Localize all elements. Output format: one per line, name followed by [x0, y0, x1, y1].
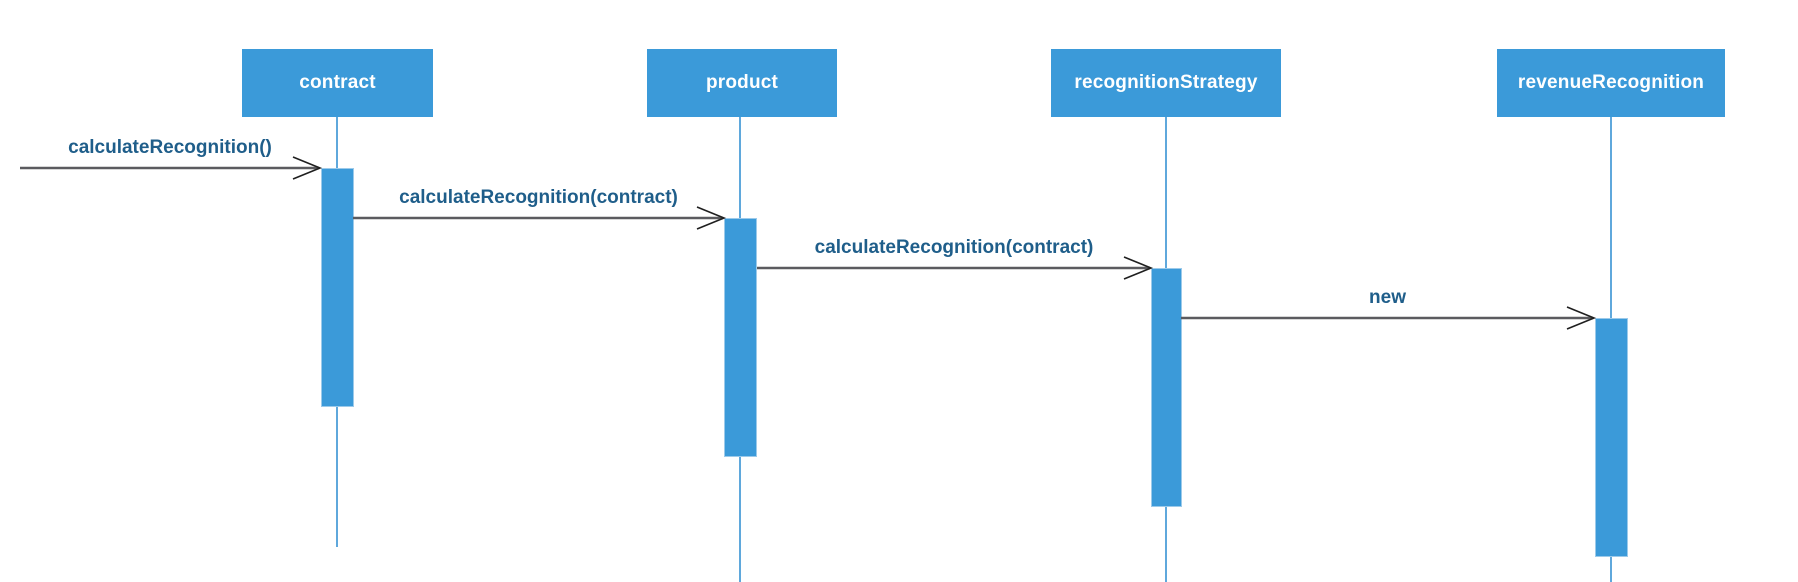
participant-label: revenueRecognition — [1517, 72, 1705, 93]
activation-contract[interactable] — [320, 168, 354, 407]
participant-revenueRecognition[interactable]: revenueRecognition — [1497, 49, 1725, 117]
activation-recognitionStrategy[interactable] — [1150, 268, 1182, 507]
activation-revenueRecognition[interactable] — [1594, 318, 1628, 557]
activation-product[interactable] — [723, 218, 757, 457]
participant-product[interactable]: product — [647, 49, 837, 117]
message-label-4: new — [1369, 287, 1406, 308]
participant-label: contract — [299, 72, 376, 93]
message-label-1: calculateRecognition() — [68, 137, 272, 158]
message-label-2: calculateRecognition(contract) — [399, 187, 678, 208]
participant-recognitionStrategy[interactable]: recognitionStrategy — [1051, 49, 1281, 117]
participant-label: product — [705, 72, 779, 93]
participant-contract[interactable]: contract — [242, 49, 433, 117]
message-label-3: calculateRecognition(contract) — [814, 237, 1094, 258]
participant-label: recognitionStrategy — [1074, 72, 1258, 93]
